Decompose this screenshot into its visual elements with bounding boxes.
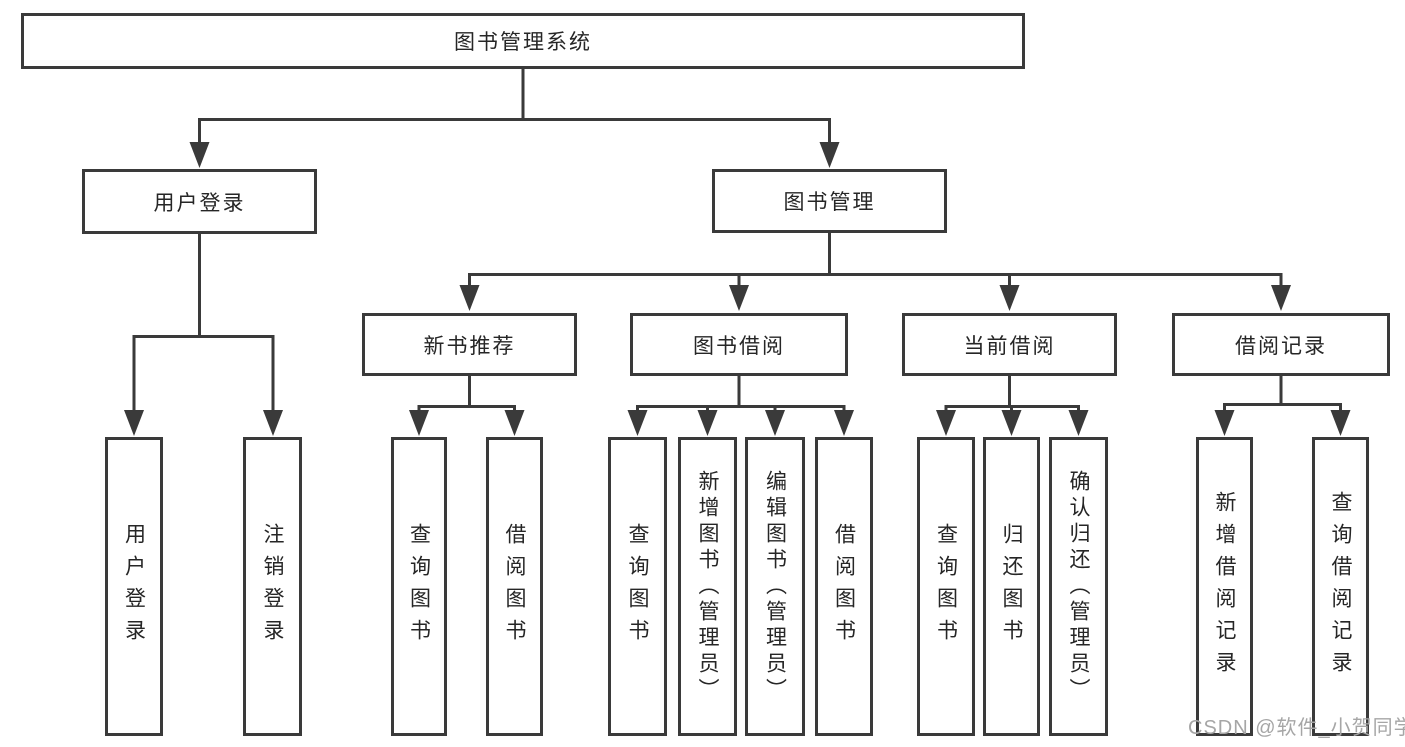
- leaf-logout: 注销登录: [243, 437, 302, 736]
- leaf-recommend-query-books: 查询图书: [391, 437, 447, 736]
- node-book-borrowing: 图书借阅: [630, 313, 848, 376]
- connector-book-borrowing: [636, 376, 846, 416]
- node-book-management: 图书管理: [712, 169, 947, 233]
- leaf-recommend-borrow-books: 借阅图书: [486, 437, 543, 736]
- leaf-user-login: 用户登录: [105, 437, 163, 736]
- leaf-records-query-record: 查询借阅记录: [1312, 437, 1369, 736]
- arrow-down-icon: [936, 410, 956, 436]
- arrow-down-icon: [263, 410, 283, 436]
- connector-new-book-recommend: [417, 376, 516, 416]
- arrow-down-icon: [999, 285, 1020, 311]
- leaf-current-query-books: 查询图书: [917, 437, 975, 736]
- leaf-borrowing-edit-books-admin: 编辑图书（管理员）: [745, 437, 805, 736]
- connector-user-login: [132, 234, 275, 416]
- arrow-down-icon: [765, 410, 785, 436]
- arrow-down-icon: [1330, 410, 1351, 436]
- arrow-down-icon: [1068, 410, 1089, 436]
- leaf-records-add-record: 新增借阅记录: [1196, 437, 1253, 736]
- arrow-down-icon: [819, 142, 840, 168]
- arrow-down-icon: [1214, 410, 1235, 436]
- arrow-down-icon: [409, 410, 429, 436]
- arrow-down-icon: [729, 285, 749, 311]
- connector-borrowing-records: [1223, 376, 1342, 416]
- arrow-down-icon: [834, 410, 854, 436]
- connector-root: [198, 69, 831, 148]
- arrow-down-icon: [124, 410, 144, 436]
- node-new-book-recommend: 新书推荐: [362, 313, 577, 376]
- leaf-borrowing-query-books: 查询图书: [608, 437, 667, 736]
- arrow-down-icon: [504, 410, 525, 436]
- leaf-current-return-books: 归还图书: [983, 437, 1040, 736]
- arrow-down-icon: [627, 410, 648, 436]
- node-current-borrowing: 当前借阅: [902, 313, 1117, 376]
- arrow-down-icon: [1001, 410, 1022, 436]
- arrow-down-icon: [1271, 285, 1291, 311]
- leaf-borrowing-borrow-books: 借阅图书: [815, 437, 873, 736]
- node-library-system: 图书管理系统: [21, 13, 1025, 69]
- connector-book-management: [468, 233, 1283, 291]
- leaf-borrowing-add-books-admin: 新增图书（管理员）: [678, 437, 737, 736]
- node-user-login: 用户登录: [82, 169, 317, 234]
- leaf-current-confirm-return-admin: 确认归还（管理员）: [1049, 437, 1108, 736]
- arrow-down-icon: [459, 285, 480, 311]
- arrow-down-icon: [189, 142, 210, 168]
- node-borrowing-records: 借阅记录: [1172, 313, 1390, 376]
- arrow-down-icon: [697, 410, 718, 436]
- csdn-watermark: CSDN @软件_小贺同学: [1188, 717, 1405, 739]
